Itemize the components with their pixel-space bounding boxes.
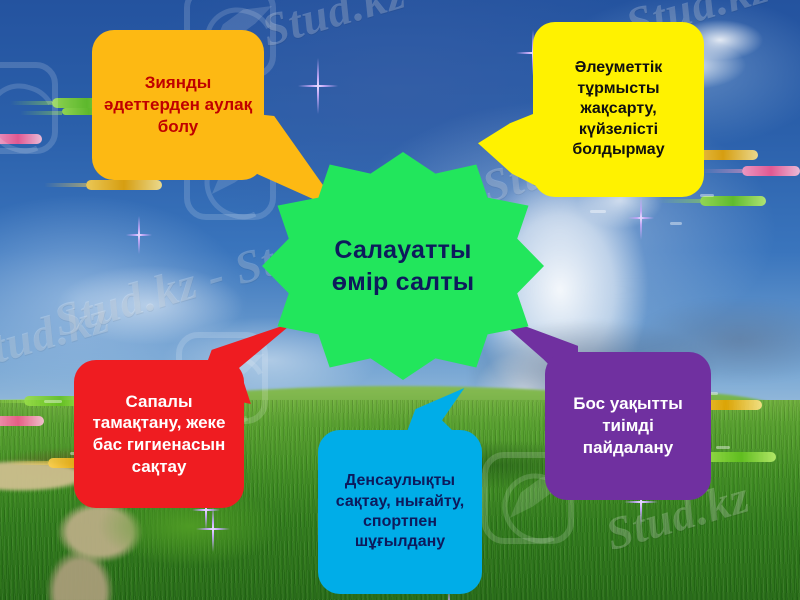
- streak-decoration: [44, 180, 162, 190]
- callout-text: Денсаулықты сақтау, нығайту, спортпен шұ…: [335, 472, 465, 551]
- callout-text: Әлеуметтік тұрмысты жақсарту, күйзелісті…: [572, 59, 665, 159]
- callout-bubble-nutrition-hygiene[interactable]: Сапалы тамақтану, жеке бас гигиенасын са…: [74, 360, 244, 508]
- streak-decoration: [658, 196, 766, 206]
- callout-bubble-health-sport[interactable]: Денсаулықты сақтау, нығайту, спортпен шұ…: [318, 430, 482, 594]
- callout-bubble-social-wellbeing[interactable]: Әлеуметтік тұрмысты жақсарту, күйзелісті…: [533, 22, 704, 197]
- callout-bubble-harmful-habits[interactable]: Зиянды әдеттерден аулақ болу: [92, 30, 264, 180]
- streak-decoration: [10, 98, 122, 108]
- streak-decoration: [0, 416, 44, 426]
- callout-text: Бос уақытты тиімді пайдалану: [573, 394, 683, 457]
- streak-decoration: [0, 396, 96, 406]
- streak-decoration: [700, 166, 800, 176]
- streak-decoration: [20, 108, 116, 115]
- central-star-text: Салауатты өмір салты: [306, 234, 501, 299]
- streak-decoration: [664, 452, 776, 462]
- callout-bubble-free-time[interactable]: Бос уақытты тиімді пайдалану: [545, 352, 711, 500]
- callout-text: Сапалы тамақтану, жеке бас гигиенасын са…: [92, 391, 226, 476]
- streak-decoration: [0, 134, 42, 144]
- central-star-title-line2: өмір салты: [331, 268, 475, 296]
- central-star-title-line1: Салауатты: [334, 235, 472, 264]
- callout-text: Зиянды әдеттерден аулақ болу: [103, 73, 253, 136]
